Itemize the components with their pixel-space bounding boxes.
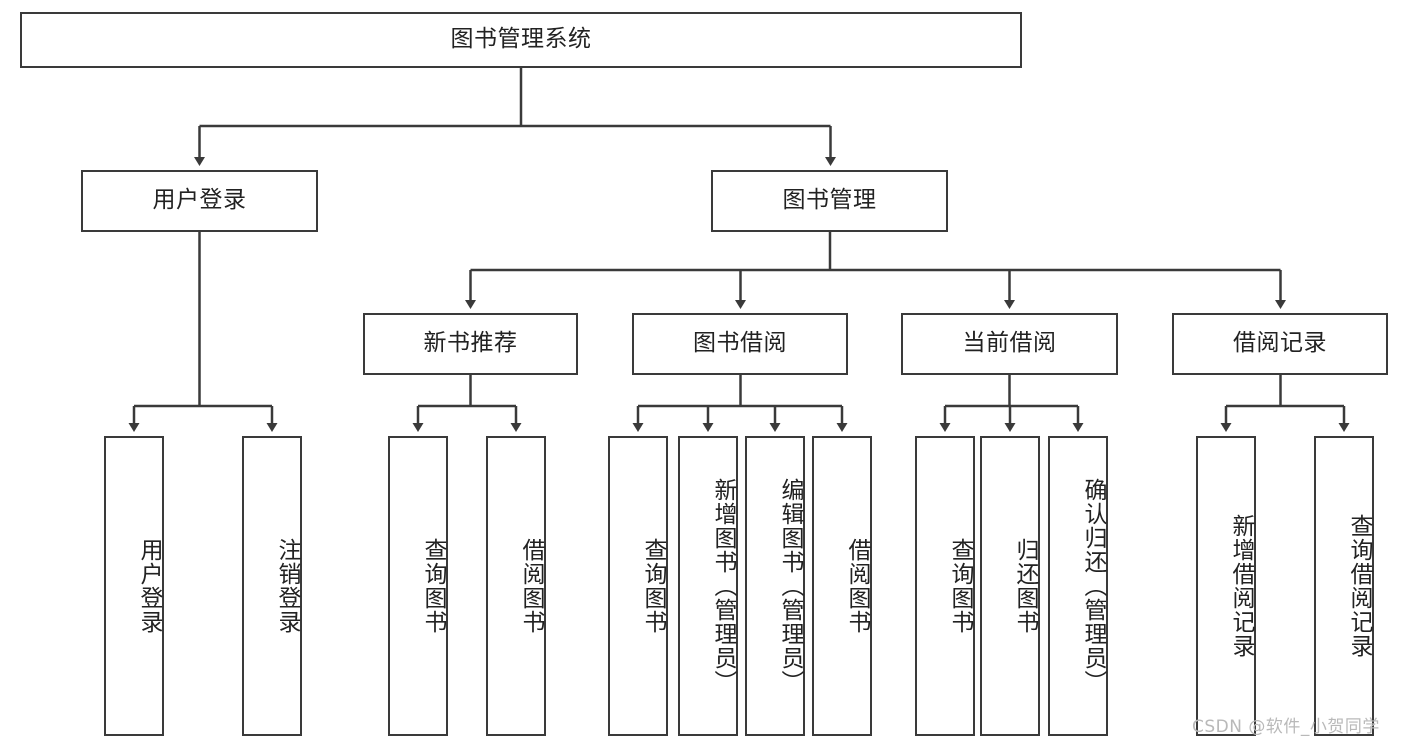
- node-leaf-borrow-book-2-label: 借阅图书: [844, 538, 870, 634]
- node-leaf-query-book-1-label: 查询图书: [420, 538, 446, 634]
- node-leaf-query-borrow-record-label: 查询借阅记录: [1346, 514, 1372, 658]
- node-book-borrow[interactable]: 图书借阅: [632, 313, 848, 375]
- node-user-login-label: 用户登录: [152, 187, 247, 214]
- node-borrow-record[interactable]: 借阅记录: [1172, 313, 1388, 375]
- node-leaf-borrow-book-1-label: 借阅图书: [518, 538, 544, 634]
- node-leaf-query-book-3[interactable]: 查询图书: [915, 436, 975, 736]
- connector-currentborrow-to-leaves: [939, 375, 1084, 432]
- node-book-borrow-label: 图书借阅: [693, 330, 787, 357]
- node-new-book-recommend[interactable]: 新书推荐: [363, 313, 578, 375]
- node-leaf-edit-book-admin[interactable]: 编辑图书（管理员）: [745, 436, 805, 736]
- node-book-manage[interactable]: 图书管理: [711, 170, 948, 232]
- node-leaf-confirm-return-admin-label: 确认归还（管理员）: [1080, 478, 1106, 694]
- node-leaf-query-book-2-label: 查询图书: [640, 538, 666, 634]
- connector-root-to-level2: [194, 68, 836, 166]
- node-leaf-add-borrow-record[interactable]: 新增借阅记录: [1196, 436, 1256, 736]
- connector-bookmanage-to-level3: [465, 232, 1286, 309]
- node-leaf-return-book-label: 归还图书: [1012, 538, 1038, 634]
- node-user-login[interactable]: 用户登录: [81, 170, 318, 232]
- node-book-manage-label: 图书管理: [782, 187, 877, 214]
- node-leaf-query-borrow-record[interactable]: 查询借阅记录: [1314, 436, 1374, 736]
- connector-borrowrecord-to-leaves: [1220, 375, 1350, 432]
- node-current-borrow[interactable]: 当前借阅: [901, 313, 1118, 375]
- node-leaf-add-book-admin-label: 新增图书（管理员）: [710, 478, 736, 694]
- node-leaf-query-book-1[interactable]: 查询图书: [388, 436, 448, 736]
- connector-userlogin-to-leaves: [128, 232, 278, 432]
- connector-newbook-to-leaves: [412, 375, 522, 432]
- node-leaf-edit-book-admin-label: 编辑图书（管理员）: [777, 478, 803, 694]
- node-leaf-user-login-label: 用户登录: [136, 538, 162, 634]
- node-leaf-logout-label: 注销登录: [274, 538, 300, 634]
- node-leaf-logout[interactable]: 注销登录: [242, 436, 302, 736]
- node-new-book-recommend-label: 新书推荐: [423, 330, 518, 357]
- node-leaf-add-borrow-record-label: 新增借阅记录: [1228, 514, 1254, 658]
- node-leaf-return-book[interactable]: 归还图书: [980, 436, 1040, 736]
- node-borrow-record-label: 借阅记录: [1233, 330, 1327, 357]
- connector-bookborrow-to-leaves: [632, 375, 848, 432]
- node-root-label: 图书管理系统: [450, 26, 592, 53]
- node-root[interactable]: 图书管理系统: [20, 12, 1022, 68]
- node-leaf-query-book-2[interactable]: 查询图书: [608, 436, 668, 736]
- node-leaf-query-book-3-label: 查询图书: [947, 538, 973, 634]
- node-current-borrow-label: 当前借阅: [962, 330, 1057, 357]
- node-leaf-add-book-admin[interactable]: 新增图书（管理员）: [678, 436, 738, 736]
- node-leaf-user-login[interactable]: 用户登录: [104, 436, 164, 736]
- csdn-watermark: CSDN @软件_小贺同学: [1192, 717, 1380, 737]
- node-leaf-borrow-book-2[interactable]: 借阅图书: [812, 436, 872, 736]
- node-leaf-borrow-book-1[interactable]: 借阅图书: [486, 436, 546, 736]
- node-leaf-confirm-return-admin[interactable]: 确认归还（管理员）: [1048, 436, 1108, 736]
